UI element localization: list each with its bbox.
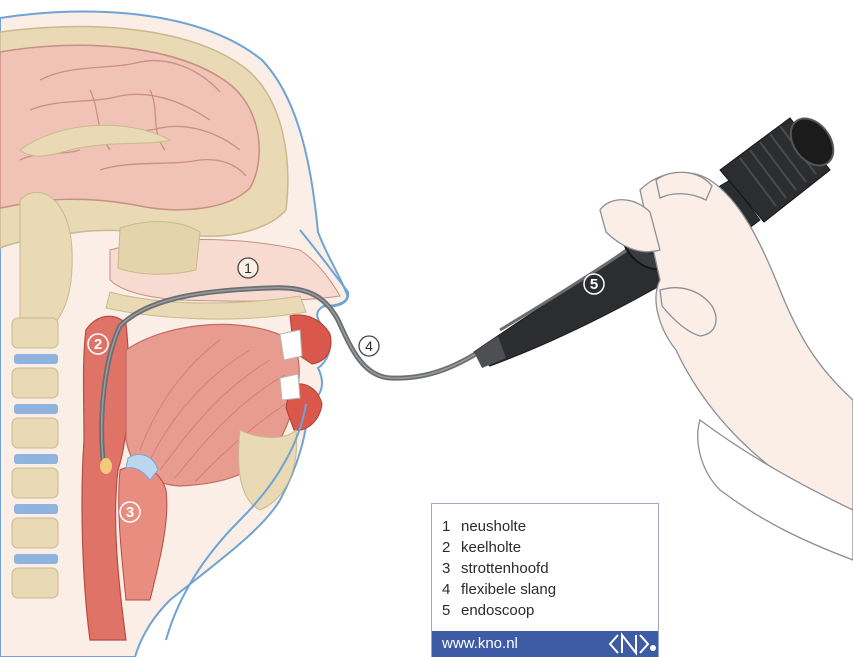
legend-item-number: 3	[442, 558, 461, 579]
marker-3: 3	[120, 502, 140, 522]
upper-teeth	[280, 330, 302, 360]
marker-4: 4	[359, 336, 379, 356]
tube-tip-light	[100, 458, 112, 474]
marker-3-label: 3	[126, 504, 134, 521]
legend-item-number: 5	[442, 600, 461, 621]
legend-item-text: flexibele slang	[461, 581, 556, 598]
spine	[12, 318, 58, 598]
marker-1-label: 1	[244, 260, 252, 276]
marker-5: 5	[584, 274, 604, 294]
legend-item-number: 4	[442, 579, 461, 600]
legend-item-text: neusholte	[461, 518, 526, 535]
legend-item-number: 2	[442, 537, 461, 558]
marker-2-label: 2	[94, 336, 102, 353]
legend-item-text: keelholte	[461, 539, 521, 556]
marker-2: 2	[88, 334, 108, 354]
sinus-bone	[118, 222, 200, 275]
marker-1: 1	[238, 258, 258, 278]
website-link[interactable]: www.kno.nl	[442, 635, 518, 652]
legend-item-text: endoscoop	[461, 602, 534, 619]
hand	[600, 172, 853, 560]
jaw-bone	[239, 430, 297, 510]
marker-5-label: 5	[590, 276, 598, 293]
legend-footer: www.kno.nl	[432, 631, 658, 657]
lower-teeth	[280, 374, 300, 400]
legend-item-text: strottenhoofd	[461, 560, 549, 577]
kno-logo-icon	[608, 631, 658, 657]
legend-item-number: 1	[442, 516, 461, 537]
marker-4-label: 4	[365, 338, 373, 354]
head-anatomy	[0, 11, 348, 657]
